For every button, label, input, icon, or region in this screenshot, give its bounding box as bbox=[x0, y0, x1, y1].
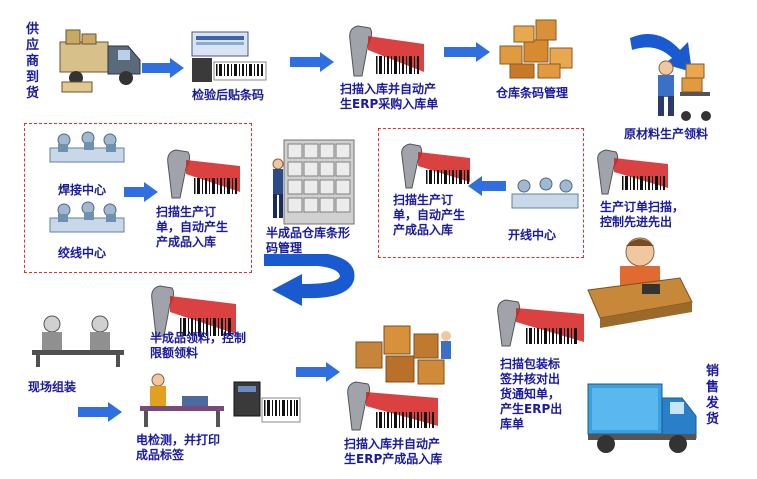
delivery-truck-icon bbox=[59, 29, 141, 93]
twisting-station-icon bbox=[49, 201, 125, 233]
scan-order-left-label-3: 产成品入库 bbox=[156, 235, 217, 249]
semi-requisition-label-2: 限额领料 bbox=[150, 346, 199, 360]
scan-package-label-2: 签并核对出 bbox=[500, 372, 561, 386]
supplier-delivery-label: 供应商到货 bbox=[26, 22, 40, 101]
semi-requisition-label-1: 半成品领料，控制 bbox=[150, 331, 247, 345]
scan-finished-label-2: 生ERP产成品入库 bbox=[344, 452, 443, 466]
label-printer-icon bbox=[233, 381, 301, 423]
order-scan-fifo-label-1: 生产订单扫描， bbox=[600, 200, 685, 214]
scan-order-left-label-1: 扫描生产订 bbox=[156, 205, 217, 219]
curved-arrow-right bbox=[630, 34, 692, 72]
onsite-assembly-label: 现场组装 bbox=[28, 380, 77, 394]
scan-package-label-3: 货通知单， bbox=[500, 387, 561, 401]
finished-goods-icon bbox=[355, 325, 451, 385]
barcode-scanner-icon-1 bbox=[349, 25, 424, 77]
flow-arrow-2 bbox=[290, 52, 334, 72]
worker-cart-icon bbox=[658, 60, 711, 121]
cable-station-icon bbox=[511, 177, 579, 209]
warehouse-boxes-icon bbox=[499, 19, 573, 79]
barcode-scanner-icon-3 bbox=[401, 143, 470, 189]
scan-order-right-label-1: 扫描生产订 bbox=[393, 193, 454, 207]
semi-warehouse-label-2: 码管理 bbox=[266, 241, 303, 255]
sales-truck-icon bbox=[587, 383, 697, 453]
electric-test-label-1: 电检测，并打印 bbox=[136, 433, 221, 447]
barcode-scanner-icon-5 bbox=[151, 285, 236, 337]
electric-test-label-2: 成品标签 bbox=[136, 448, 185, 462]
welding-center-label: 焊接中心 bbox=[58, 183, 107, 197]
scan-order-right-label-2: 单，自动产生 bbox=[393, 208, 466, 222]
scan-finished-label-1: 扫描入库并自动产 bbox=[344, 437, 441, 451]
scan-stock-in-label-1: 扫描入库并自动产 bbox=[340, 82, 437, 96]
twisting-center-label: 绞线中心 bbox=[58, 246, 107, 260]
semi-warehouse-shelf-icon bbox=[272, 139, 355, 225]
scan-package-label-4: 产生ERP出 bbox=[500, 402, 563, 416]
sales-delivery-label: 销售发货 bbox=[706, 364, 720, 427]
barcode-scanner-icon-7 bbox=[497, 299, 584, 347]
flow-arrow-4 bbox=[78, 402, 122, 422]
person-phone-desk-icon bbox=[587, 237, 693, 328]
cable-center-label: 开线中心 bbox=[508, 228, 557, 242]
assembly-workers-icon bbox=[32, 315, 124, 367]
scan-order-right-label-3: 产成品入库 bbox=[393, 223, 454, 237]
scan-package-label-5: 库单 bbox=[500, 417, 525, 431]
flow-arrow-left-box bbox=[124, 182, 158, 202]
flow-arrow-right-box bbox=[468, 176, 506, 196]
barcode-scanner-icon-2 bbox=[167, 149, 240, 199]
electric-test-icon bbox=[140, 373, 224, 427]
material-requisition-label: 原材料生产领料 bbox=[624, 127, 709, 141]
barcode-printer-icon bbox=[191, 31, 267, 82]
barcode-scanner-icon-6 bbox=[347, 381, 438, 431]
scan-order-left-label-2: 单，自动产生 bbox=[156, 220, 229, 234]
left-process-box bbox=[24, 123, 252, 273]
inspect-label: 检验后贴条码 bbox=[192, 88, 265, 102]
semi-warehouse-label-1: 半成品仓库条形 bbox=[266, 226, 351, 240]
flow-arrow-1 bbox=[142, 58, 184, 78]
warehouse-barcode-label: 仓库条码管理 bbox=[496, 86, 569, 100]
right-process-box bbox=[378, 128, 584, 258]
flow-arrow-5 bbox=[296, 362, 340, 382]
curved-arrow-return bbox=[264, 254, 355, 306]
scan-package-label-1: 扫描包装标 bbox=[500, 357, 561, 371]
flow-arrow-3 bbox=[444, 42, 490, 62]
scan-stock-in-label-2: 生ERP采购入库单 bbox=[340, 97, 439, 111]
order-scan-fifo-label-2: 控制先进先出 bbox=[600, 215, 673, 229]
barcode-scanner-icon-4 bbox=[597, 149, 668, 195]
welding-station-icon bbox=[49, 131, 125, 163]
